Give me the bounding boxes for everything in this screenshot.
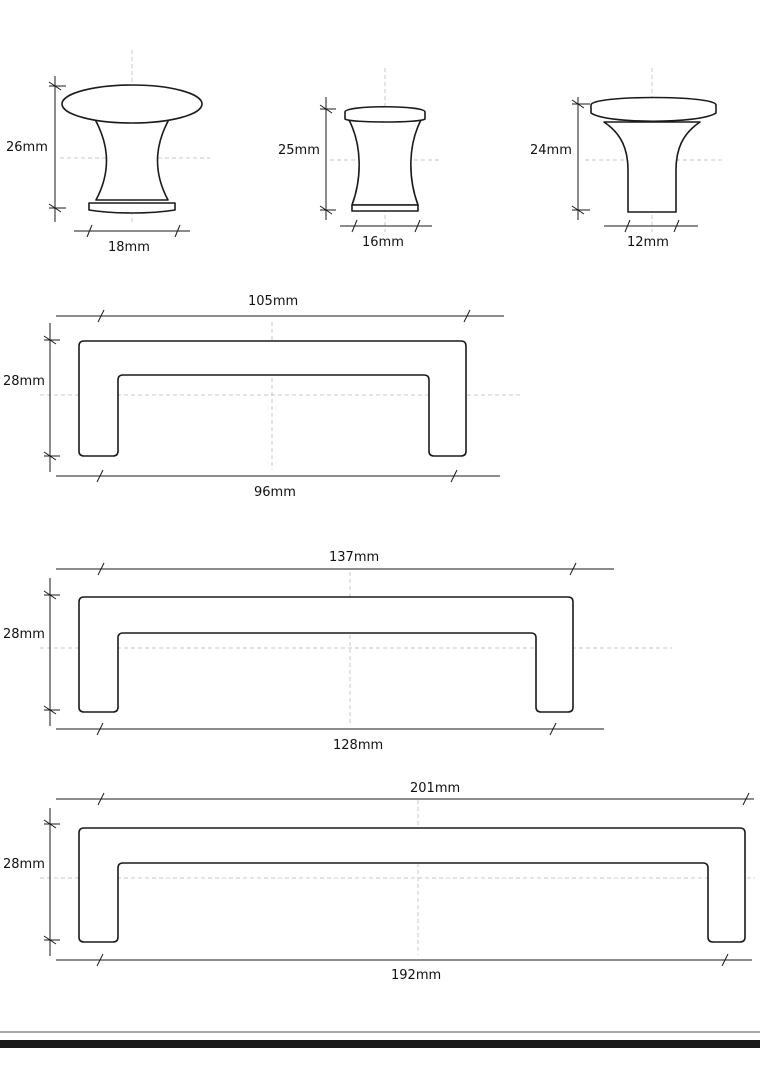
handle-105-body [78, 340, 467, 457]
handle-137-height-label: 28mm [3, 627, 45, 642]
handle-201-height-label: 28mm [3, 857, 45, 872]
knob-mushroom-drawing: 24mm 12mm [530, 68, 725, 250]
tick [97, 309, 105, 323]
handle-105-height-label: 28mm [3, 374, 45, 389]
footer-thick-rule [0, 1040, 760, 1048]
knob-mushroom-height-label: 24mm [530, 143, 572, 158]
tick [97, 792, 105, 806]
tick [86, 224, 93, 238]
handle-137-body [78, 596, 574, 713]
tick [96, 469, 104, 483]
handle-137-length-label: 137mm [329, 550, 379, 565]
knob-barrel-width-label: 16mm [362, 235, 404, 250]
handle-201-body [78, 827, 746, 943]
tick [721, 953, 729, 967]
tick [463, 309, 471, 323]
tick [174, 224, 181, 238]
handle-105-length-label: 105mm [248, 294, 298, 309]
handle-201-drawing: 201mm 192mm 28mm [3, 781, 755, 983]
handle-137-spacing-label: 128mm [333, 738, 383, 753]
knob-mushroom-width-label: 12mm [627, 235, 669, 250]
knob-barrel-base [351, 204, 419, 212]
knob-round-drawing: 26mm 18mm [6, 50, 210, 255]
tick [673, 219, 680, 233]
tick [549, 722, 557, 736]
knob-round-width-label: 18mm [108, 240, 150, 255]
handle-105-drawing: 105mm 96mm 28mm [3, 294, 520, 500]
knob-round-cap [61, 84, 203, 124]
knob-mushroom-stem [603, 121, 701, 213]
tick [414, 219, 421, 233]
tick [742, 792, 750, 806]
handle-201-spacing-label: 192mm [391, 968, 441, 983]
knob-round-body [87, 107, 177, 201]
tick [450, 469, 458, 483]
tick [96, 953, 104, 967]
tick [351, 219, 358, 233]
tick [96, 722, 104, 736]
knob-mushroom-cap [590, 96, 717, 123]
knob-barrel-drawing: 25mm 16mm [278, 68, 440, 250]
tick [569, 562, 577, 576]
knob-barrel-cap [344, 105, 426, 123]
knob-barrel-body [348, 119, 422, 206]
handle-201-length-label: 201mm [410, 781, 460, 796]
knob-round-height-label: 26mm [6, 140, 48, 155]
knob-barrel-height-label: 25mm [278, 143, 320, 158]
tick [97, 562, 105, 576]
handle-137-drawing: 137mm 128mm 28mm [3, 550, 672, 753]
tick [624, 219, 631, 233]
knob-round-base [88, 202, 176, 214]
handle-105-spacing-label: 96mm [254, 485, 296, 500]
